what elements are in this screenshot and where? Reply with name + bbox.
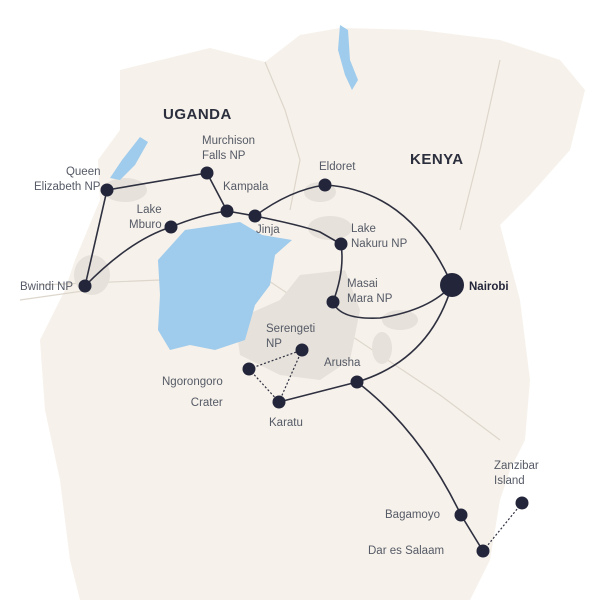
label-bwindi: Bwindi NP: [20, 281, 74, 293]
stop-queen-elizabeth: [100, 183, 114, 197]
country-label-uganda: UGANDA: [163, 106, 232, 123]
stop-zanzibar: [515, 496, 529, 510]
label-karatu: Karatu: [269, 417, 303, 429]
label-bagamoyo: Bagamoyo: [385, 509, 440, 521]
label-masai-mara: Masai Mara NP: [347, 278, 393, 305]
label-eldoret: Eldoret: [319, 161, 356, 173]
label-jinja: Jinja: [256, 224, 280, 236]
label-ngorongoro: Ngorongoro Crater: [162, 376, 223, 409]
stop-nairobi: [440, 273, 464, 297]
stop-eldoret: [318, 178, 332, 192]
label-nairobi: Nairobi: [469, 281, 509, 293]
stop-dar-es-salaam: [476, 544, 490, 558]
label-murchison: Murchison Falls NP: [202, 135, 256, 162]
lakes: [110, 25, 358, 350]
country-label-kenya: KENYA: [410, 151, 464, 168]
stop-lake-mburo: [164, 220, 178, 234]
label-kampala: Kampala: [223, 181, 269, 193]
label-lake-nakuru: Lake Nakuru NP: [351, 223, 408, 250]
stops: [78, 166, 529, 558]
stop-serengeti: [295, 343, 309, 357]
label-zanzibar: Zanzibar Island: [494, 460, 539, 487]
stop-karatu: [272, 395, 286, 409]
optional-routes: [247, 348, 523, 552]
stop-murchison: [200, 166, 214, 180]
label-serengeti: Serengeti NP: [266, 323, 316, 350]
routes: [84, 172, 484, 552]
label-queen-elizabeth: Queen Elizabeth NP: [34, 166, 101, 193]
stop-ngorongoro: [242, 362, 256, 376]
lake-albert: [110, 137, 148, 180]
label-dar-es-salaam: Dar es Salaam: [368, 545, 445, 557]
lake-turkana: [338, 25, 358, 90]
stop-jinja: [248, 209, 262, 223]
stop-lake-nakuru: [334, 237, 348, 251]
stop-masai-mara: [326, 295, 340, 309]
stop-arusha: [350, 375, 364, 389]
stop-bagamoyo: [454, 508, 468, 522]
stop-bwindi: [78, 279, 92, 293]
label-lake-mburo: Lake Mburo: [129, 204, 162, 231]
stop-kampala: [220, 204, 234, 218]
label-arusha: Arusha: [324, 357, 361, 369]
lake-victoria: [158, 222, 292, 350]
